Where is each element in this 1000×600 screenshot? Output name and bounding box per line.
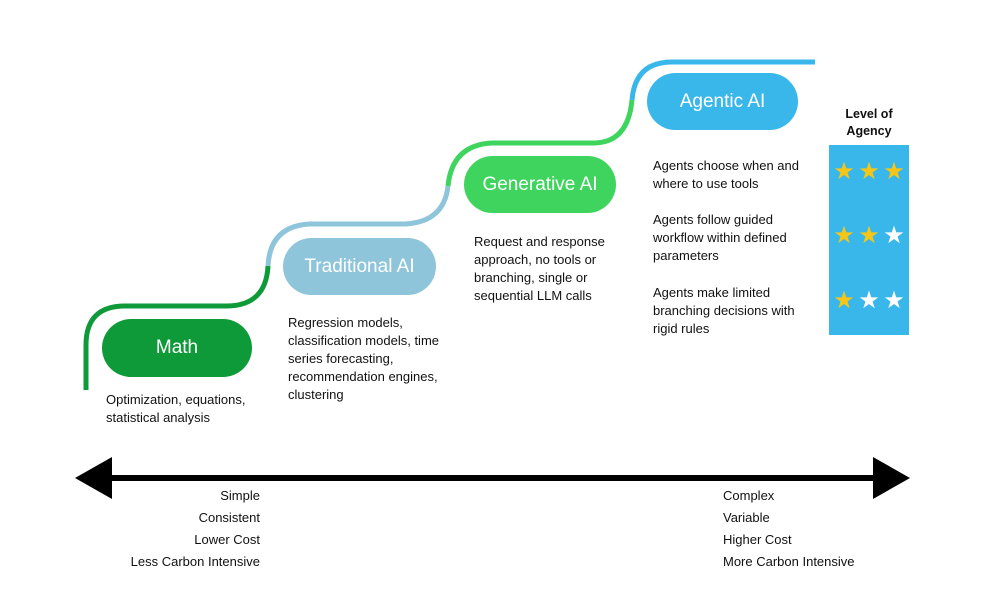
star-rating-row: ★★★ <box>829 222 909 248</box>
trait-less-carbon: Less Carbon Intensive <box>130 554 260 569</box>
agency-level-3-description: Agents choose when and where to use tool… <box>653 158 799 191</box>
star-filled-icon: ★ <box>833 221 855 249</box>
stage-agentic-ai-pill: Agentic AI <box>647 73 798 130</box>
trait-consistent: Consistent <box>198 510 260 525</box>
star-filled-icon: ★ <box>858 221 880 249</box>
axis-right-traits: Complex Variable Higher Cost More Carbon… <box>723 485 923 573</box>
star-filled-icon: ★ <box>833 157 855 185</box>
trait-more-carbon: More Carbon Intensive <box>723 554 855 569</box>
stair-segment-generative <box>445 99 635 187</box>
stage-generative-ai-pill: Generative AI <box>464 156 616 213</box>
stage-generative-ai-description: Request and response approach, no tools … <box>474 234 605 303</box>
trait-higher-cost: Higher Cost <box>723 532 792 547</box>
trait-simple: Simple <box>220 488 260 503</box>
stair-segment-traditional <box>265 185 451 267</box>
star-empty-icon: ★ <box>883 286 905 314</box>
stage-traditional-ai-pill: Traditional AI <box>283 238 436 295</box>
agency-level-1-description: Agents make limited branching decisions … <box>653 285 795 336</box>
stage-math-pill: Math <box>102 319 252 377</box>
stair-segment-math <box>83 265 271 390</box>
trait-lower-cost: Lower Cost <box>194 532 260 547</box>
trait-complex: Complex <box>723 488 775 503</box>
stage-traditional-ai-description: Regression models, classification models… <box>288 315 439 402</box>
agency-star-panel: ★★★ ★★★ ★★★ <box>829 145 909 335</box>
star-empty-icon: ★ <box>883 221 905 249</box>
agency-level-2-description: Agents follow guided workflow within def… <box>653 212 787 263</box>
star-rating-row: ★★★ <box>829 158 909 184</box>
stage-generative-ai-label: Generative AI <box>482 173 598 195</box>
trait-variable: Variable <box>723 510 770 525</box>
stage-agentic-ai-label: Agentic AI <box>679 90 766 112</box>
stage-math-label: Math <box>155 337 199 358</box>
stage-math-description: Optimization, equations, statistical ana… <box>106 392 246 425</box>
star-filled-icon: ★ <box>833 286 855 314</box>
star-filled-icon: ★ <box>883 157 905 185</box>
axis-left-traits: Simple Consistent Lower Cost Less Carbon… <box>60 485 260 573</box>
level-of-agency-title: Level of Agency <box>845 107 893 138</box>
star-empty-icon: ★ <box>858 286 880 314</box>
star-filled-icon: ★ <box>858 157 880 185</box>
stair-segment-agentic <box>629 59 815 101</box>
star-rating-row: ★★★ <box>829 287 909 313</box>
stage-traditional-ai-label: Traditional AI <box>304 255 415 277</box>
